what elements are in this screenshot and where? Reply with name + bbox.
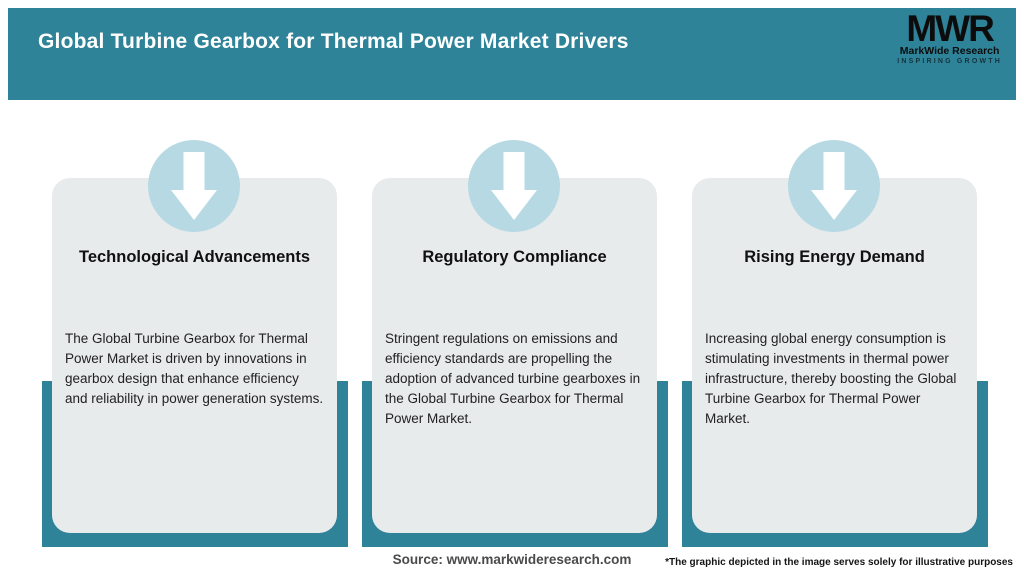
arrow-badge [468,140,560,232]
page-title: Global Turbine Gearbox for Thermal Power… [38,30,629,53]
driver-card-rising-energy-demand: Rising Energy Demand Increasing global e… [692,178,977,533]
driver-card-regulatory-compliance: Regulatory Compliance Stringent regulati… [372,178,657,533]
logo-monogram: MWR [906,8,994,49]
arrow-badge [148,140,240,232]
down-arrow-icon [811,152,857,220]
down-arrow-icon [171,152,217,220]
driver-card-technological-advancements: Technological Advancements The Global Tu… [52,178,337,533]
header-banner: Global Turbine Gearbox for Thermal Power… [8,8,1016,100]
card-title: Rising Energy Demand [744,248,925,266]
logo-name: MarkWide Research [899,45,1000,57]
disclaimer-text: *The graphic depicted in the image serve… [665,557,1013,568]
card-title: Regulatory Compliance [422,248,607,266]
card-title: Technological Advancements [78,248,311,266]
source-text: Source: www.markwideresearch.com [392,552,632,567]
markwide-logo: MWR MarkWide Research INSPIRING GROWTH [897,8,1002,66]
arrow-badge [788,140,880,232]
card-description: Increasing global energy consumption is … [705,331,957,426]
down-arrow-icon [491,152,537,220]
logo-tagline: INSPIRING GROWTH [897,58,1002,65]
card-description: The Global Turbine Gearbox for Thermal P… [65,331,324,406]
card-description: Stringent regulations on emissions and e… [385,331,641,426]
